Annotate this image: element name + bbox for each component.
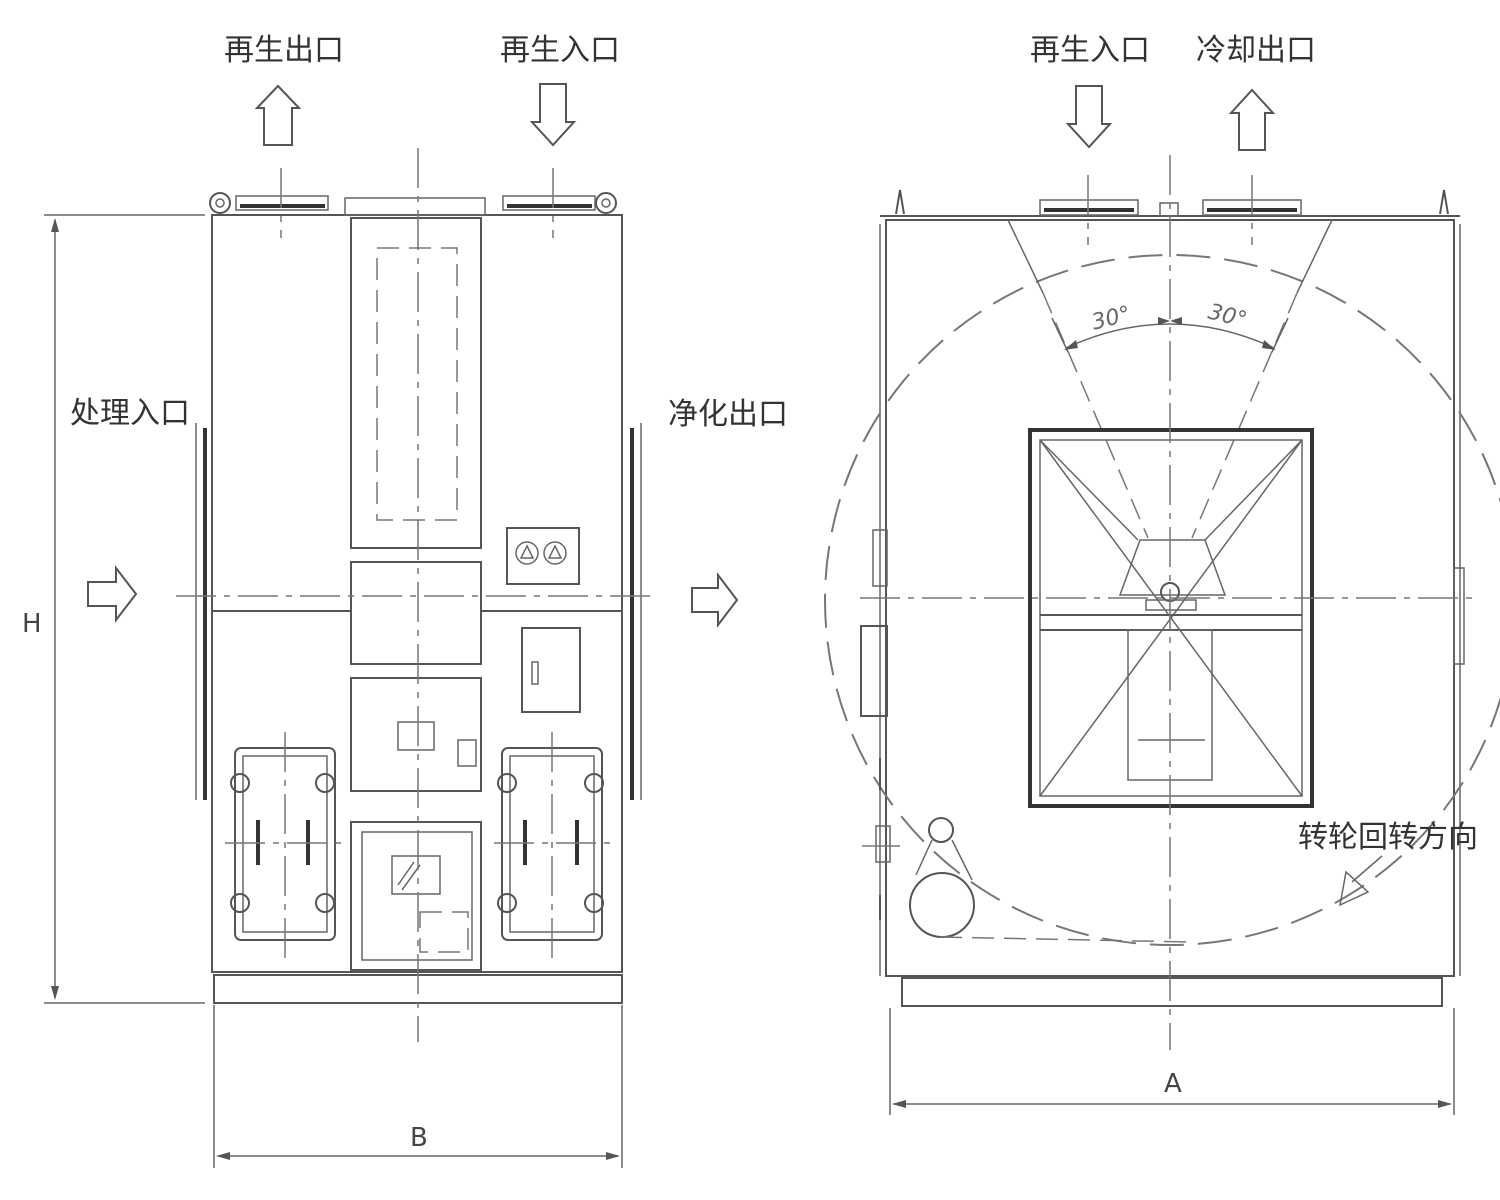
dimension-a: A <box>1164 1069 1182 1099</box>
angle-left: 30° <box>1089 302 1133 336</box>
dimension-b: B <box>410 1123 428 1153</box>
rotor-housing <box>1028 428 1314 808</box>
label-regen-inlet-right: 再生入口 <box>1030 33 1150 68</box>
left-cabinet-body <box>211 214 623 973</box>
label-rotation-direction: 转轮回转方向 <box>1298 820 1478 855</box>
label-cooling-outlet: 冷却出口 <box>1196 33 1316 68</box>
rotation-arrow-icon <box>1339 870 1370 907</box>
lifting-lug <box>595 192 617 214</box>
right-arrow-icon <box>691 572 739 628</box>
access-door-right <box>497 747 604 941</box>
up-arrow-icon <box>254 84 302 146</box>
right-arrow-icon <box>87 565 138 623</box>
down-arrow-icon <box>1065 85 1113 149</box>
control-box <box>521 627 581 713</box>
drive-motor <box>909 872 975 938</box>
up-arrow-icon <box>1228 88 1276 151</box>
left-view: 再生出口 再生入口 处理入口 净化出口 H B <box>22 33 788 1168</box>
label-regen-outlet: 再生出口 <box>224 33 344 68</box>
lifting-lug <box>209 192 231 214</box>
label-clean-outlet: 净化出口 <box>668 397 788 432</box>
drive-sprocket <box>928 817 954 843</box>
label-process-inlet: 处理入口 <box>70 396 190 431</box>
down-arrow-icon <box>529 83 577 147</box>
right-base <box>901 977 1443 1007</box>
fan-unit <box>506 527 580 585</box>
label-regen-inlet: 再生入口 <box>500 33 620 68</box>
rotor-wheel <box>824 254 1500 946</box>
dimension-h: H <box>22 609 42 639</box>
right-view: 再生入口 冷却出口 转轮回转方向 30° 30° A <box>824 33 1500 1115</box>
access-door-left <box>230 747 336 941</box>
